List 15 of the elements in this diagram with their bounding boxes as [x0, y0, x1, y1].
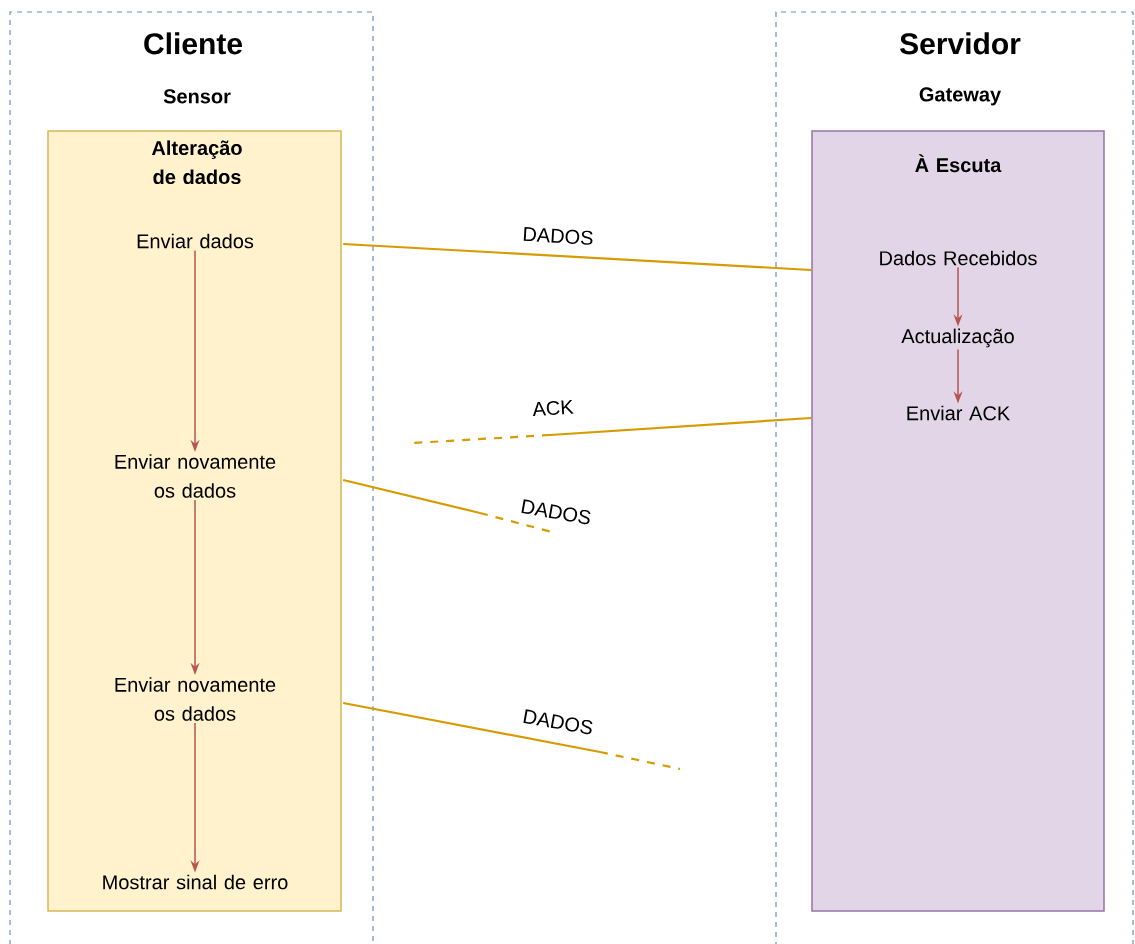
edge-label: DADOS — [523, 227, 593, 245]
edge-label: DADOS — [521, 499, 591, 525]
step-text: Enviar ACK — [907, 405, 1010, 421]
edge-label: ACK — [532, 399, 574, 417]
step-text: Dados Recebidos — [880, 250, 1037, 266]
message-line — [343, 242, 812, 272]
message-line — [412, 416, 812, 445]
step-text: Actualização — [901, 328, 1014, 348]
message-line — [342, 478, 553, 534]
message-line — [343, 701, 681, 771]
step-text: Enviar novamente os dados — [115, 454, 276, 498]
step-text: Enviar dados — [137, 233, 254, 249]
step-text: Mostrar sinal de erro — [103, 874, 288, 890]
edge-label: DADOS — [523, 709, 593, 735]
step-text: Enviar novamente os dados — [115, 677, 276, 721]
